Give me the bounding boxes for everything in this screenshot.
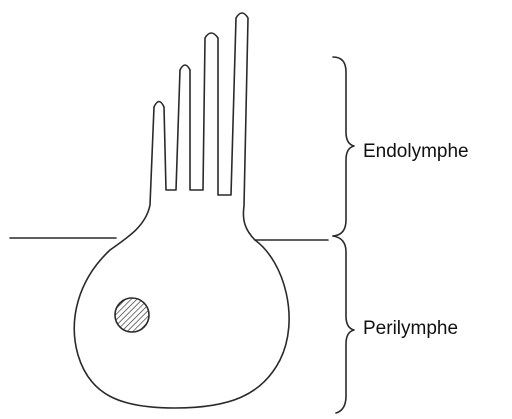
- perilymphe-brace: [333, 236, 354, 413]
- endolymphe-brace: [333, 57, 354, 236]
- hair-cell-outline: [74, 13, 289, 408]
- nucleus: [112, 295, 152, 335]
- endolymphe-label: Endolymphe: [363, 141, 469, 163]
- perilymphe-label: Perilymphe: [363, 318, 458, 340]
